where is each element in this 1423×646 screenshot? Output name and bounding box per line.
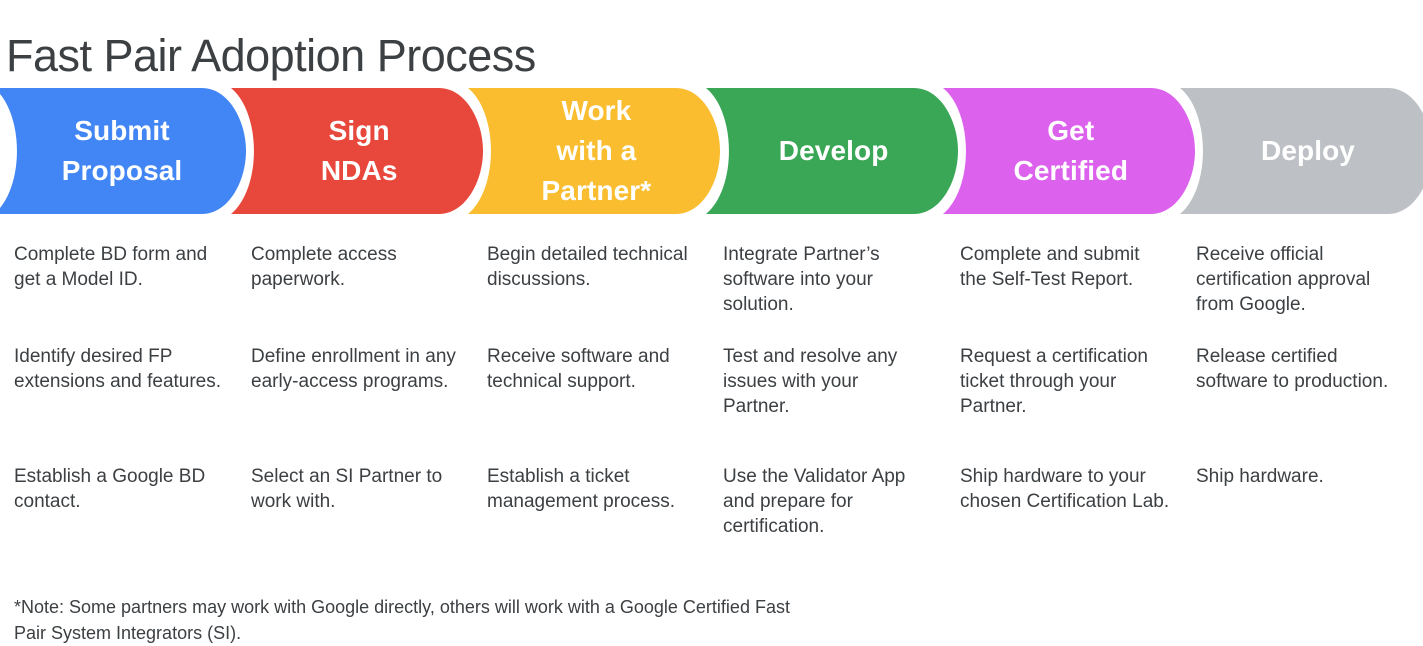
stage-banner-shape-deploy: [1180, 88, 1423, 214]
step-item: Test and resolve any issues with your Pa…: [723, 346, 898, 417]
stage-banner-shape-get-certified: [942, 88, 1195, 214]
step-item: Integrate Partner’s software into your s…: [723, 244, 880, 315]
step-item: Receive official certification approval …: [1196, 244, 1371, 315]
stage-banner-fill: [0, 88, 246, 214]
stage-banner-shape-sign-ndas: [231, 88, 484, 214]
stage-banner-develop[interactable]: Develop: [705, 88, 958, 214]
step-item: Complete BD form and get a Model ID.: [14, 244, 208, 290]
stage-banner-fill: [705, 88, 958, 214]
step-item: Release certified software to production…: [1196, 346, 1389, 392]
step-item: Ship hardware.: [1196, 466, 1324, 487]
page-title: Fast Pair Adoption Process: [6, 30, 536, 82]
step-item: Use the Validator App and prepare for ce…: [723, 466, 906, 537]
stage-banner-fill: [1180, 88, 1423, 214]
step-item: Establish a ticket management process.: [487, 466, 675, 512]
step-item: Receive software and technical support.: [487, 346, 670, 392]
step-item: Begin detailed technical discussions.: [487, 244, 688, 290]
step-item: Complete access paperwork.: [251, 244, 397, 290]
stage-banner-shape-work-with-a-partner: [468, 88, 721, 214]
step-item: Define enrollment in any early-access pr…: [251, 346, 456, 392]
stage-banner-shape-submit-proposal: [0, 88, 246, 214]
footnote-note: *Note: Some partners may work with Googl…: [14, 597, 790, 643]
step-item: Request a certification ticket through y…: [960, 346, 1148, 417]
stage-banner-fill: [942, 88, 1195, 214]
stage-banner-shape-develop: [705, 88, 958, 214]
stage-banner-fill: [468, 88, 721, 214]
step-item: Ship hardware to your chosen Certificati…: [960, 466, 1170, 512]
process-step-columns: Complete BD form and get a Model ID. Iden…: [0, 232, 1423, 552]
step-item: Identify desired FP extensions and featu…: [14, 346, 222, 392]
step-item: Select an SI Partner to work with.: [251, 466, 443, 512]
step-item: Establish a Google BD contact.: [14, 466, 206, 512]
stage-banner-deploy[interactable]: Deploy: [1180, 88, 1423, 214]
step-item: Complete and submit the Self-Test Report…: [960, 244, 1140, 290]
stage-banner-fill: [231, 88, 484, 214]
